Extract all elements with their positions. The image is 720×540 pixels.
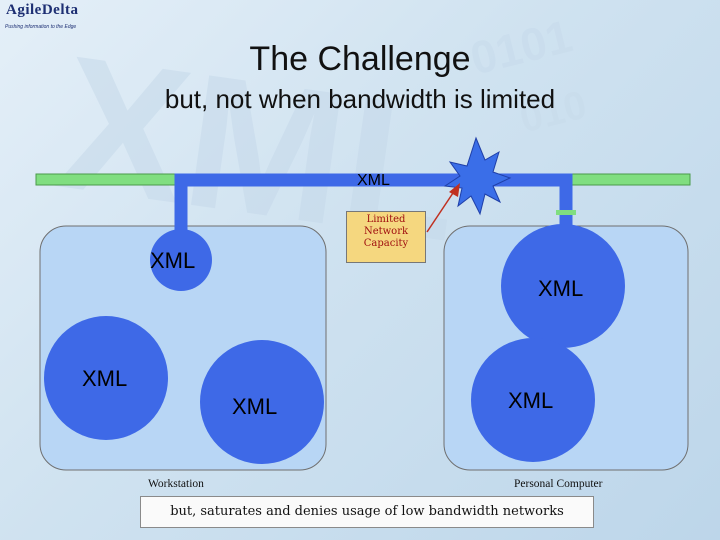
workstation-label: Workstation	[148, 478, 204, 490]
bottleneck-burst-icon	[443, 136, 512, 216]
personal-computer-label: Personal Computer	[514, 478, 603, 490]
callout-line-3: Capacity	[363, 238, 409, 249]
workstation-circle-right	[200, 340, 324, 464]
workstation-xml-label-left: XML	[82, 366, 128, 391]
slide-title: The Challenge	[249, 40, 471, 78]
callout-line-1: Limited	[366, 214, 406, 225]
footer-statement: but, saturates and denies usage of low b…	[140, 496, 594, 528]
workstation-xml-label-top: XML	[150, 248, 196, 273]
slide-subtitle: but, not when bandwidth is limited	[164, 84, 556, 114]
company-logo: AgileDelta Pushing information to the Ed…	[2, 2, 82, 36]
workstation-xml-label-right: XML	[232, 394, 278, 419]
pc-circle-top	[501, 224, 625, 348]
logo-tagline: Pushing information to the Edge	[5, 24, 77, 30]
limited-network-capacity-callout: Limited Network Capacity	[346, 211, 426, 263]
workstation-circle-left	[44, 316, 168, 440]
pc-xml-label-top: XML	[538, 276, 584, 301]
pc-circle-bottom	[471, 338, 595, 462]
logo-name: AgileDelta	[6, 2, 79, 18]
xml-bus-pipe	[174, 173, 573, 250]
pipe-marker	[556, 210, 576, 215]
workstation-circle-top	[150, 229, 212, 291]
callout-arrowhead	[449, 183, 460, 197]
callout-arrow	[426, 189, 456, 233]
bus-xml-label: XML	[357, 172, 390, 189]
callout-line-2: Network	[363, 226, 409, 237]
pc-xml-label-bottom: XML	[508, 388, 554, 413]
